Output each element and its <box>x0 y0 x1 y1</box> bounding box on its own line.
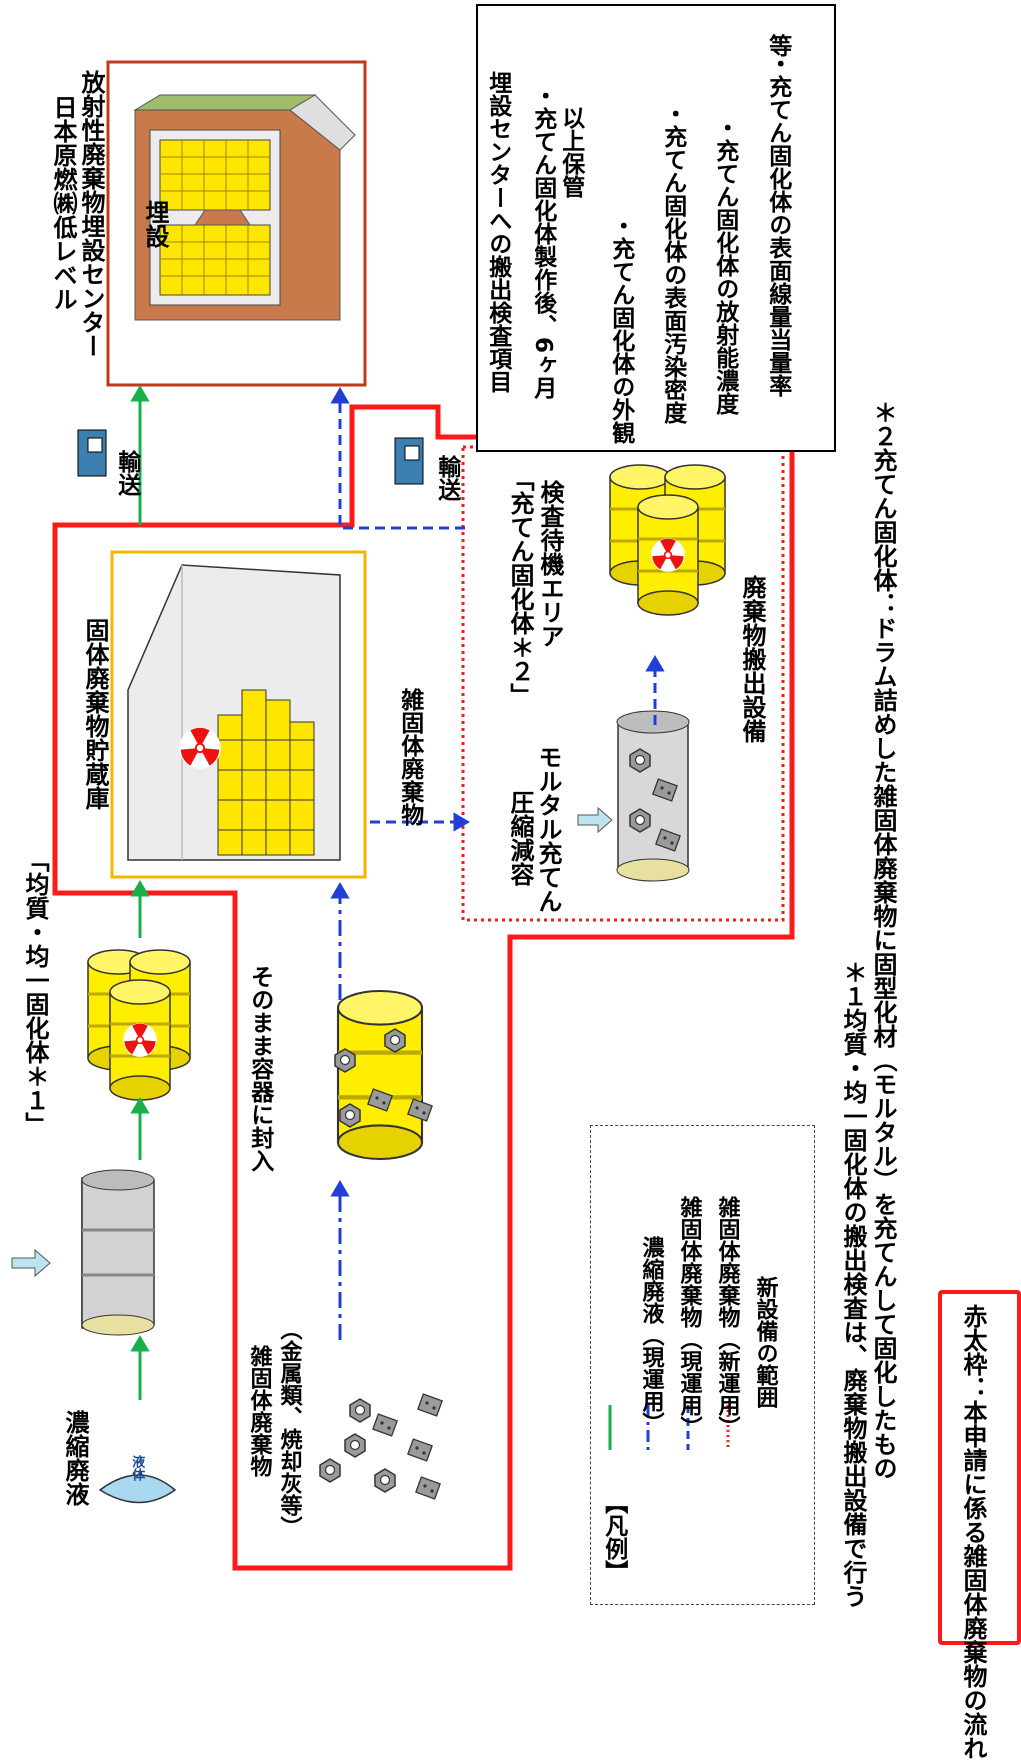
blue-dashed-arrows <box>330 387 665 832</box>
burial-pit-illustration <box>133 94 356 321</box>
storage-stacked-drums <box>217 689 315 856</box>
label-waiting-2: 検査待機エリア <box>536 480 564 648</box>
label-misc-solid: 雑固体廃棄物 <box>246 1345 272 1477</box>
legend-item-label: 雑固体廃棄物（新運用） <box>714 1196 740 1438</box>
inspection-item: ・充てん固化体の放射能濃度 <box>711 116 738 415</box>
footnote-2: ＊２充てん固化体：ドラム詰めした雑固体廃棄物に固型化材（モルタル）を充てんして固… <box>869 400 897 1480</box>
misc-pieces-icon <box>319 1393 443 1500</box>
note-box-text: 赤太枠：本申請に係る雑固体廃棄物の流れ <box>959 1304 987 1760</box>
label-compaction-2: モルタル充てん <box>534 745 562 913</box>
inspection-title: 埋設センターへの搬出検査項目 <box>484 71 511 393</box>
inspection-item: ・充てん固化体の表面汚染密度 <box>659 102 686 424</box>
note-box: 赤太枠：本申請に係る雑固体廃棄物の流れ <box>938 1290 1021 1760</box>
label-center-1: 日本原燃㈱低レベル <box>49 95 77 311</box>
inspection-item: 以上保管 <box>557 106 584 198</box>
sealed-misc-drum <box>334 991 433 1159</box>
diagram-stage: 濃縮廃液 液体 「均質・均一固化体＊１」 雑固体廃棄物 （金属類、焼却灰等） そ… <box>11 4 1021 1760</box>
label-burial: 埋設 <box>141 200 169 248</box>
label-homogeneous-title: 「均質・均一固化体＊１」 <box>21 848 49 1136</box>
legend-box: 【凡例】 濃縮廃液（現運用） 雑固体廃棄物（現運用） 雑固体廃棄物（新運用） 新… <box>590 1125 815 1605</box>
blue-dashdot-arrows <box>330 882 350 1340</box>
inspection-item: ・充てん固化体製作後、6ヶ月 <box>529 84 556 400</box>
new-facility-frame <box>461 445 785 922</box>
label-transport-1: 輸送 <box>113 450 140 496</box>
green-flow-arrows <box>130 385 150 1400</box>
legend-lines <box>608 1405 730 1450</box>
legend-item-label: 新設備の範囲 <box>752 1276 778 1408</box>
legend-item-label: 濃縮廃液（現運用） <box>638 1236 664 1434</box>
compaction-drum <box>577 710 690 882</box>
label-misc-solid-sub: （金属類、焼却灰等） <box>276 1318 302 1538</box>
flow-diagram <box>11 60 795 1571</box>
label-liquid-drop: 液体 <box>129 1455 145 1481</box>
ship-icon-1 <box>77 429 107 477</box>
waiting-area-drums <box>608 463 727 617</box>
label-misc-solid-arrow: 雑固体廃棄物 <box>396 688 423 826</box>
label-waiting-1: 「充てん固化体＊２」 <box>506 467 534 707</box>
label-center-2: 放射性廃棄物埋設センター <box>77 70 105 358</box>
footnote-1: ＊１均質・均一固化体の搬出検査は、廃棄物搬出設備で行う <box>839 960 867 1608</box>
label-compaction-1: 圧縮減容 <box>506 790 534 886</box>
application-scope-frame <box>52 404 795 1571</box>
inspection-item: ・充てん固化体の外観 <box>607 214 634 444</box>
label-facility: 廃棄物搬出設備 <box>738 575 766 743</box>
label-transport-2: 輸送 <box>433 455 460 501</box>
label-concentrated-liquid: 濃縮廃液 <box>61 1410 89 1506</box>
liquid-drop-icon <box>98 1474 177 1504</box>
label-storage: 固体廃棄物貯蔵庫 <box>81 618 109 810</box>
inspection-etc: 等 <box>764 34 791 57</box>
label-seal-as-is: そのまま容器に封入 <box>246 965 273 1172</box>
homogeneous-drums <box>86 948 192 1102</box>
legend-item-label: 雑固体廃棄物（現運用） <box>676 1196 702 1438</box>
inspection-item: ・充てん固化体の表面線量当量率 <box>764 52 791 397</box>
legend-title: 【凡例】 <box>600 1491 627 1583</box>
inspection-box: 埋設センターへの搬出検査項目 ・充てん固化体製作後、6ヶ月 以上保管 ・充てん固… <box>476 4 836 452</box>
ship-icon-2 <box>394 437 424 485</box>
